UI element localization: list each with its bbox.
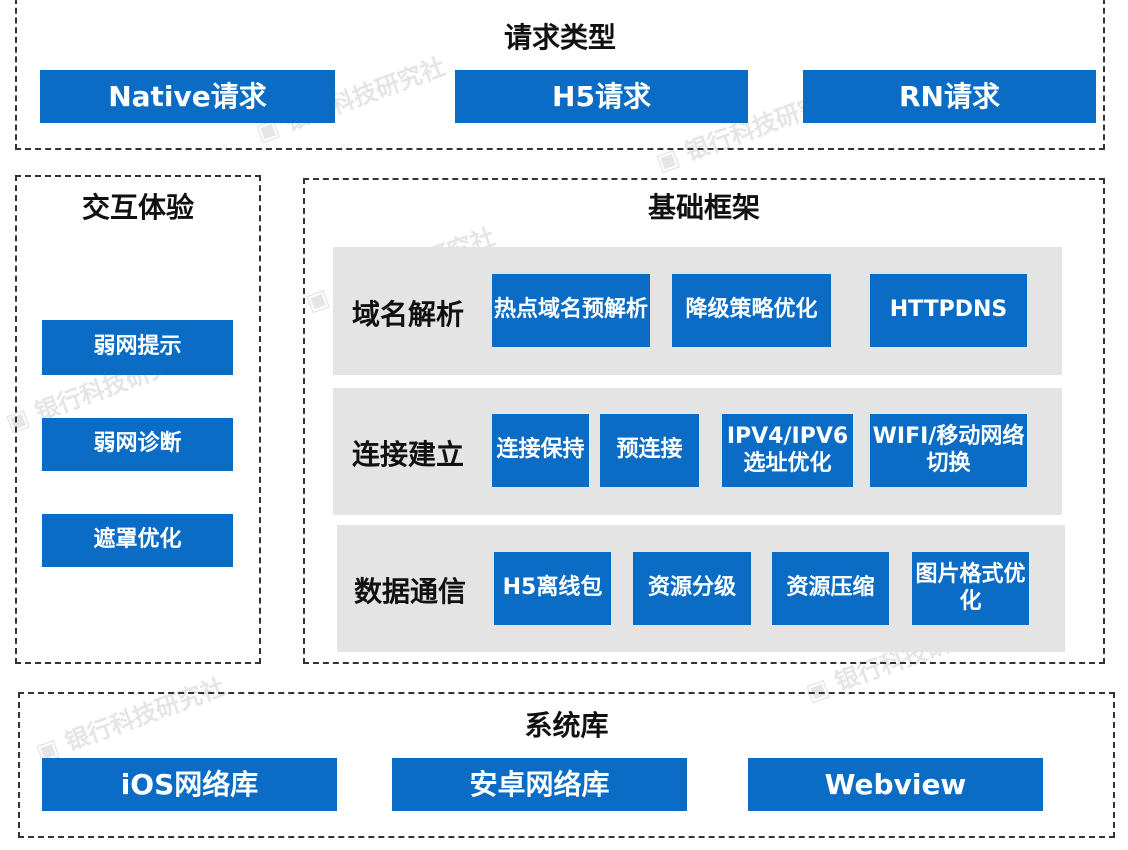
httpdns-block: HTTPDNS	[870, 274, 1027, 347]
system-section	[18, 692, 1115, 838]
rn-request-block: RN请求	[803, 70, 1096, 123]
hot-domain-preresolve-block: 热点域名预解析	[492, 274, 650, 347]
native-request-block: Native请求	[40, 70, 335, 123]
h5-request-block: H5请求	[455, 70, 748, 123]
framework-title: 基础框架	[647, 191, 760, 224]
mask-optimization-block: 遮罩优化	[42, 514, 233, 567]
request-types-title: 请求类型	[503, 21, 616, 54]
connection-label: 连接建立	[352, 438, 465, 471]
request-types-section	[15, 0, 1105, 150]
resource-compression-block: 资源压缩	[772, 552, 889, 625]
wifi-mobile-switch-block: WIFI/移动网络切换	[870, 414, 1027, 487]
ios-network-lib-block: iOS网络库	[42, 758, 337, 811]
webview-block: Webview	[748, 758, 1043, 811]
interaction-title: 交互体验	[81, 191, 194, 224]
image-format-block: 图片格式优化	[912, 552, 1029, 625]
h5-offline-package-block: H5离线包	[494, 552, 611, 625]
keep-alive-block: 连接保持	[492, 414, 589, 487]
data-communication-label: 数据通信	[354, 575, 467, 608]
preconnect-block: 预连接	[600, 414, 699, 487]
framework-section	[303, 178, 1105, 664]
android-network-lib-block: 安卓网络库	[392, 758, 687, 811]
fallback-strategy-block: 降级策略优化	[672, 274, 831, 347]
weak-network-diagnosis-block: 弱网诊断	[42, 418, 233, 471]
resource-grading-block: 资源分级	[633, 552, 751, 625]
weak-network-hint-block: 弱网提示	[42, 320, 233, 375]
ipv4-ipv6-block: IPV4/IPV6选址优化	[722, 414, 853, 487]
system-title: 系统库	[524, 709, 609, 742]
dns-label: 域名解析	[352, 298, 465, 331]
interaction-section	[15, 175, 261, 664]
